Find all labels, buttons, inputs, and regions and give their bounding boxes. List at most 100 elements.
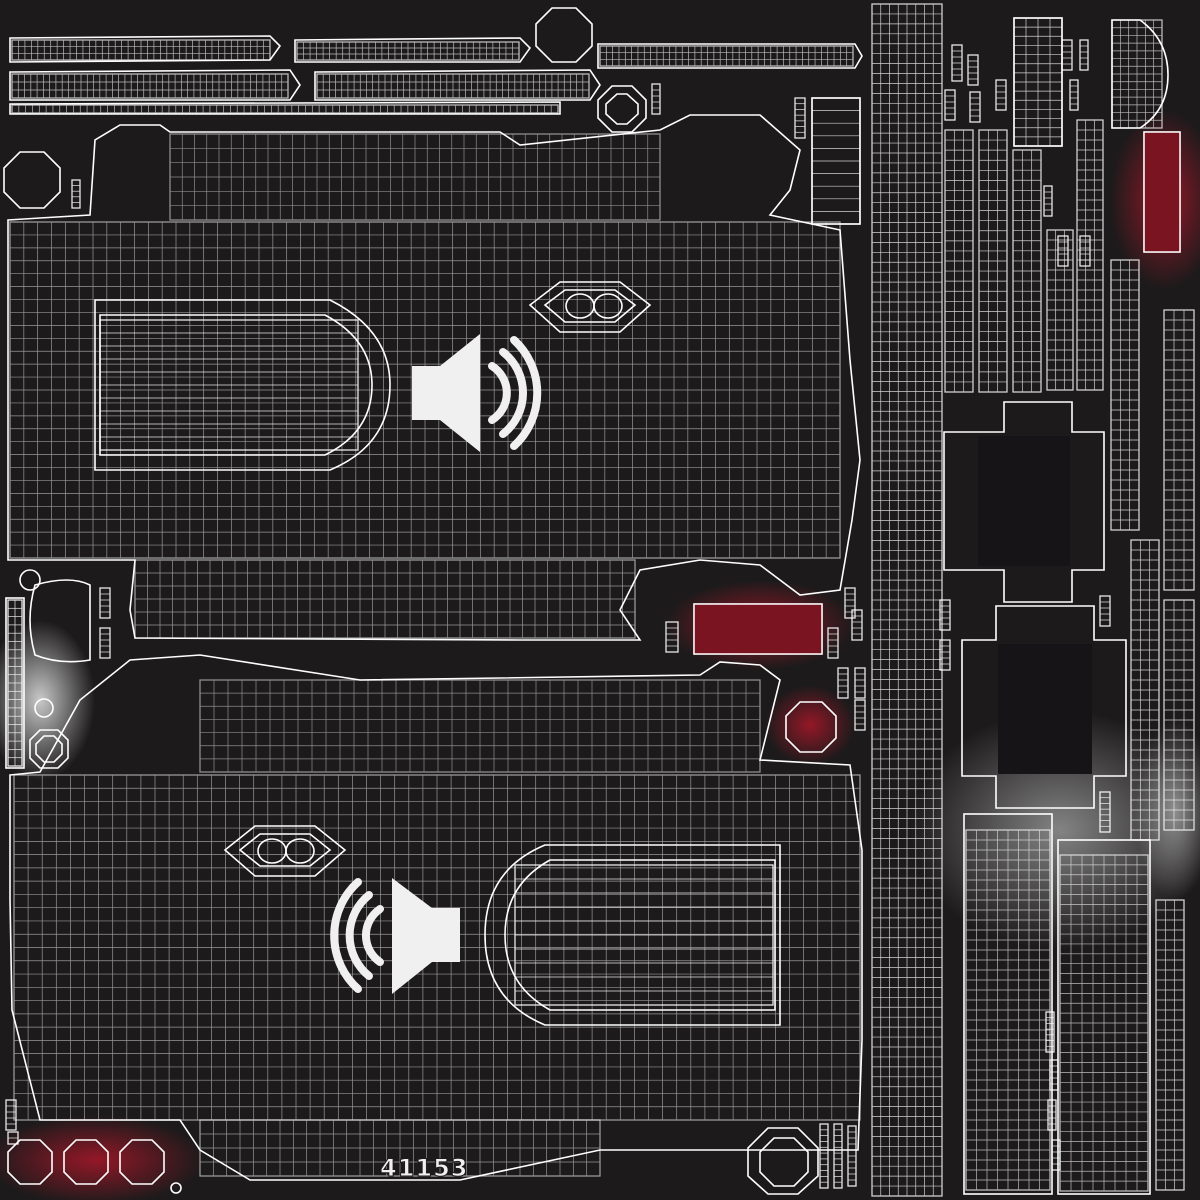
wire-grid-small-bit [1079, 235, 1091, 267]
wire-grid-small-bit [944, 89, 956, 121]
wire-grid-strip-vertical [7, 599, 23, 767]
wire-grid-column-strip [1163, 599, 1195, 831]
uv-strip [9, 101, 561, 115]
wire-grid-column-strip [1076, 119, 1104, 391]
wire-grid-strip [599, 45, 854, 67]
wire-grid-strip [11, 104, 559, 114]
wire-grid-upper-body-bottom [134, 559, 636, 639]
wire-grid-strip [296, 41, 520, 61]
uv-circle [19, 569, 41, 591]
uv-octagon [605, 93, 639, 125]
uv-block [1057, 839, 1151, 1195]
wire-grid-small-bit [827, 627, 839, 659]
uv-dome-piece [1111, 19, 1169, 129]
uv-octagon [597, 85, 647, 133]
uv-strip [9, 35, 282, 63]
wire-grid-small-bit [7, 1131, 19, 1145]
uv-octagon [785, 701, 837, 753]
uv-box-unfold [943, 401, 1105, 603]
wire-grid-small-bit [967, 54, 979, 86]
wire-grid-block [1059, 854, 1149, 1192]
wire-grid-small-bit [939, 639, 951, 671]
uv-island-outlines [3, 7, 1169, 1195]
uv-octagon [29, 729, 69, 769]
uv-strip [314, 69, 601, 101]
uv-octagon-inner [35, 735, 63, 763]
wire-grid-small-bit [651, 83, 661, 115]
speaker-waves-icon-mirrored [330, 878, 384, 993]
wire-grid-upper-body-top [169, 133, 661, 221]
wire-grid-lower-body-top [199, 679, 761, 773]
uv-dome-piece [29, 579, 91, 663]
serial-number-label: 41153 [380, 1154, 469, 1182]
wire-grid-column-strip [1046, 229, 1074, 391]
wire-grid-small-bit [1043, 185, 1053, 217]
uv-lens-ring [593, 293, 623, 319]
uv-body-panel-lower [9, 654, 863, 1181]
wire-grid-small-bit [837, 667, 849, 699]
uv-block [963, 813, 1053, 1195]
uv-octagon [3, 151, 61, 209]
wire-grid-column-strip [944, 129, 974, 393]
wire-grid-small-bit [951, 44, 963, 82]
wire-grid-small-bit [969, 91, 981, 123]
wire-grid-small-bit [5, 1099, 17, 1131]
wire-grid-small-bit [99, 587, 111, 619]
speaker-waves-icon [488, 336, 542, 450]
wire-grid-small-bit [71, 179, 81, 209]
uv-octagon-inner [759, 1137, 809, 1187]
speaker-icon-mirrored [392, 878, 460, 994]
uv-circle [34, 698, 54, 718]
wire-grid-column-strip [1155, 899, 1185, 1191]
speaker-icon [412, 334, 480, 452]
uv-grille-lower [484, 844, 781, 1026]
uv-body-panel-upper [7, 114, 861, 641]
wire-grid-column-strip [1012, 149, 1042, 393]
wire-grid-small-bit [1079, 39, 1089, 71]
uv-strip-vertical [5, 597, 25, 769]
uv-grille-upper [94, 299, 391, 471]
uv-box-cores [978, 436, 1092, 774]
uv-lens-upper [528, 281, 652, 333]
wire-grid-small-bit [1069, 79, 1079, 111]
wire-grid-central-strip [871, 3, 943, 1197]
wire-grid-small-bit [1099, 791, 1111, 833]
wire-grid-strip [11, 73, 289, 99]
wire-grid-lower-body [13, 774, 861, 1121]
wire-grid-small-bit [1057, 235, 1069, 267]
uv-octagon [535, 7, 593, 63]
uv-strip [597, 43, 863, 69]
uv-octagon [747, 1127, 819, 1195]
wire-grid-grille-slats [514, 864, 774, 1006]
wire-grid-small-bit [995, 79, 1007, 111]
uv-octagon [63, 1139, 109, 1185]
uv-lens-lower-inner [238, 833, 332, 867]
uv-lens-lower [223, 825, 347, 877]
wire-grid-small-bit [844, 587, 856, 619]
wire-grid-small-bit [794, 97, 806, 139]
wire-grid-column-strip [1163, 309, 1195, 591]
uv-strip [294, 37, 532, 63]
uv-octagon [7, 1139, 53, 1185]
uv-circle [170, 1182, 182, 1194]
wire-grid-strip [316, 73, 590, 99]
uv-strip [9, 69, 301, 101]
wire-grid-small-bit [854, 699, 866, 731]
uv-grille-lower-inner [504, 859, 776, 1011]
wire-grid-column-strip [1110, 259, 1140, 531]
wire-grid-strip [11, 39, 271, 61]
wire-grid-small-bit [665, 621, 679, 653]
wire-grid-column-strip [978, 129, 1008, 393]
uv-grille-upper-inner [99, 314, 373, 456]
wire-grid-small-bit [99, 627, 111, 659]
wire-grid-small-bit [833, 1123, 843, 1189]
uv-box-unfold [961, 605, 1127, 809]
red-accent-blocks [693, 131, 1181, 655]
wire-grid-small-bit [939, 599, 951, 631]
wire-grid-small-bit [854, 667, 866, 699]
uv-lens-upper-inner [543, 289, 637, 323]
wire-grid-small-bit [851, 609, 863, 641]
uv-block [811, 97, 861, 225]
